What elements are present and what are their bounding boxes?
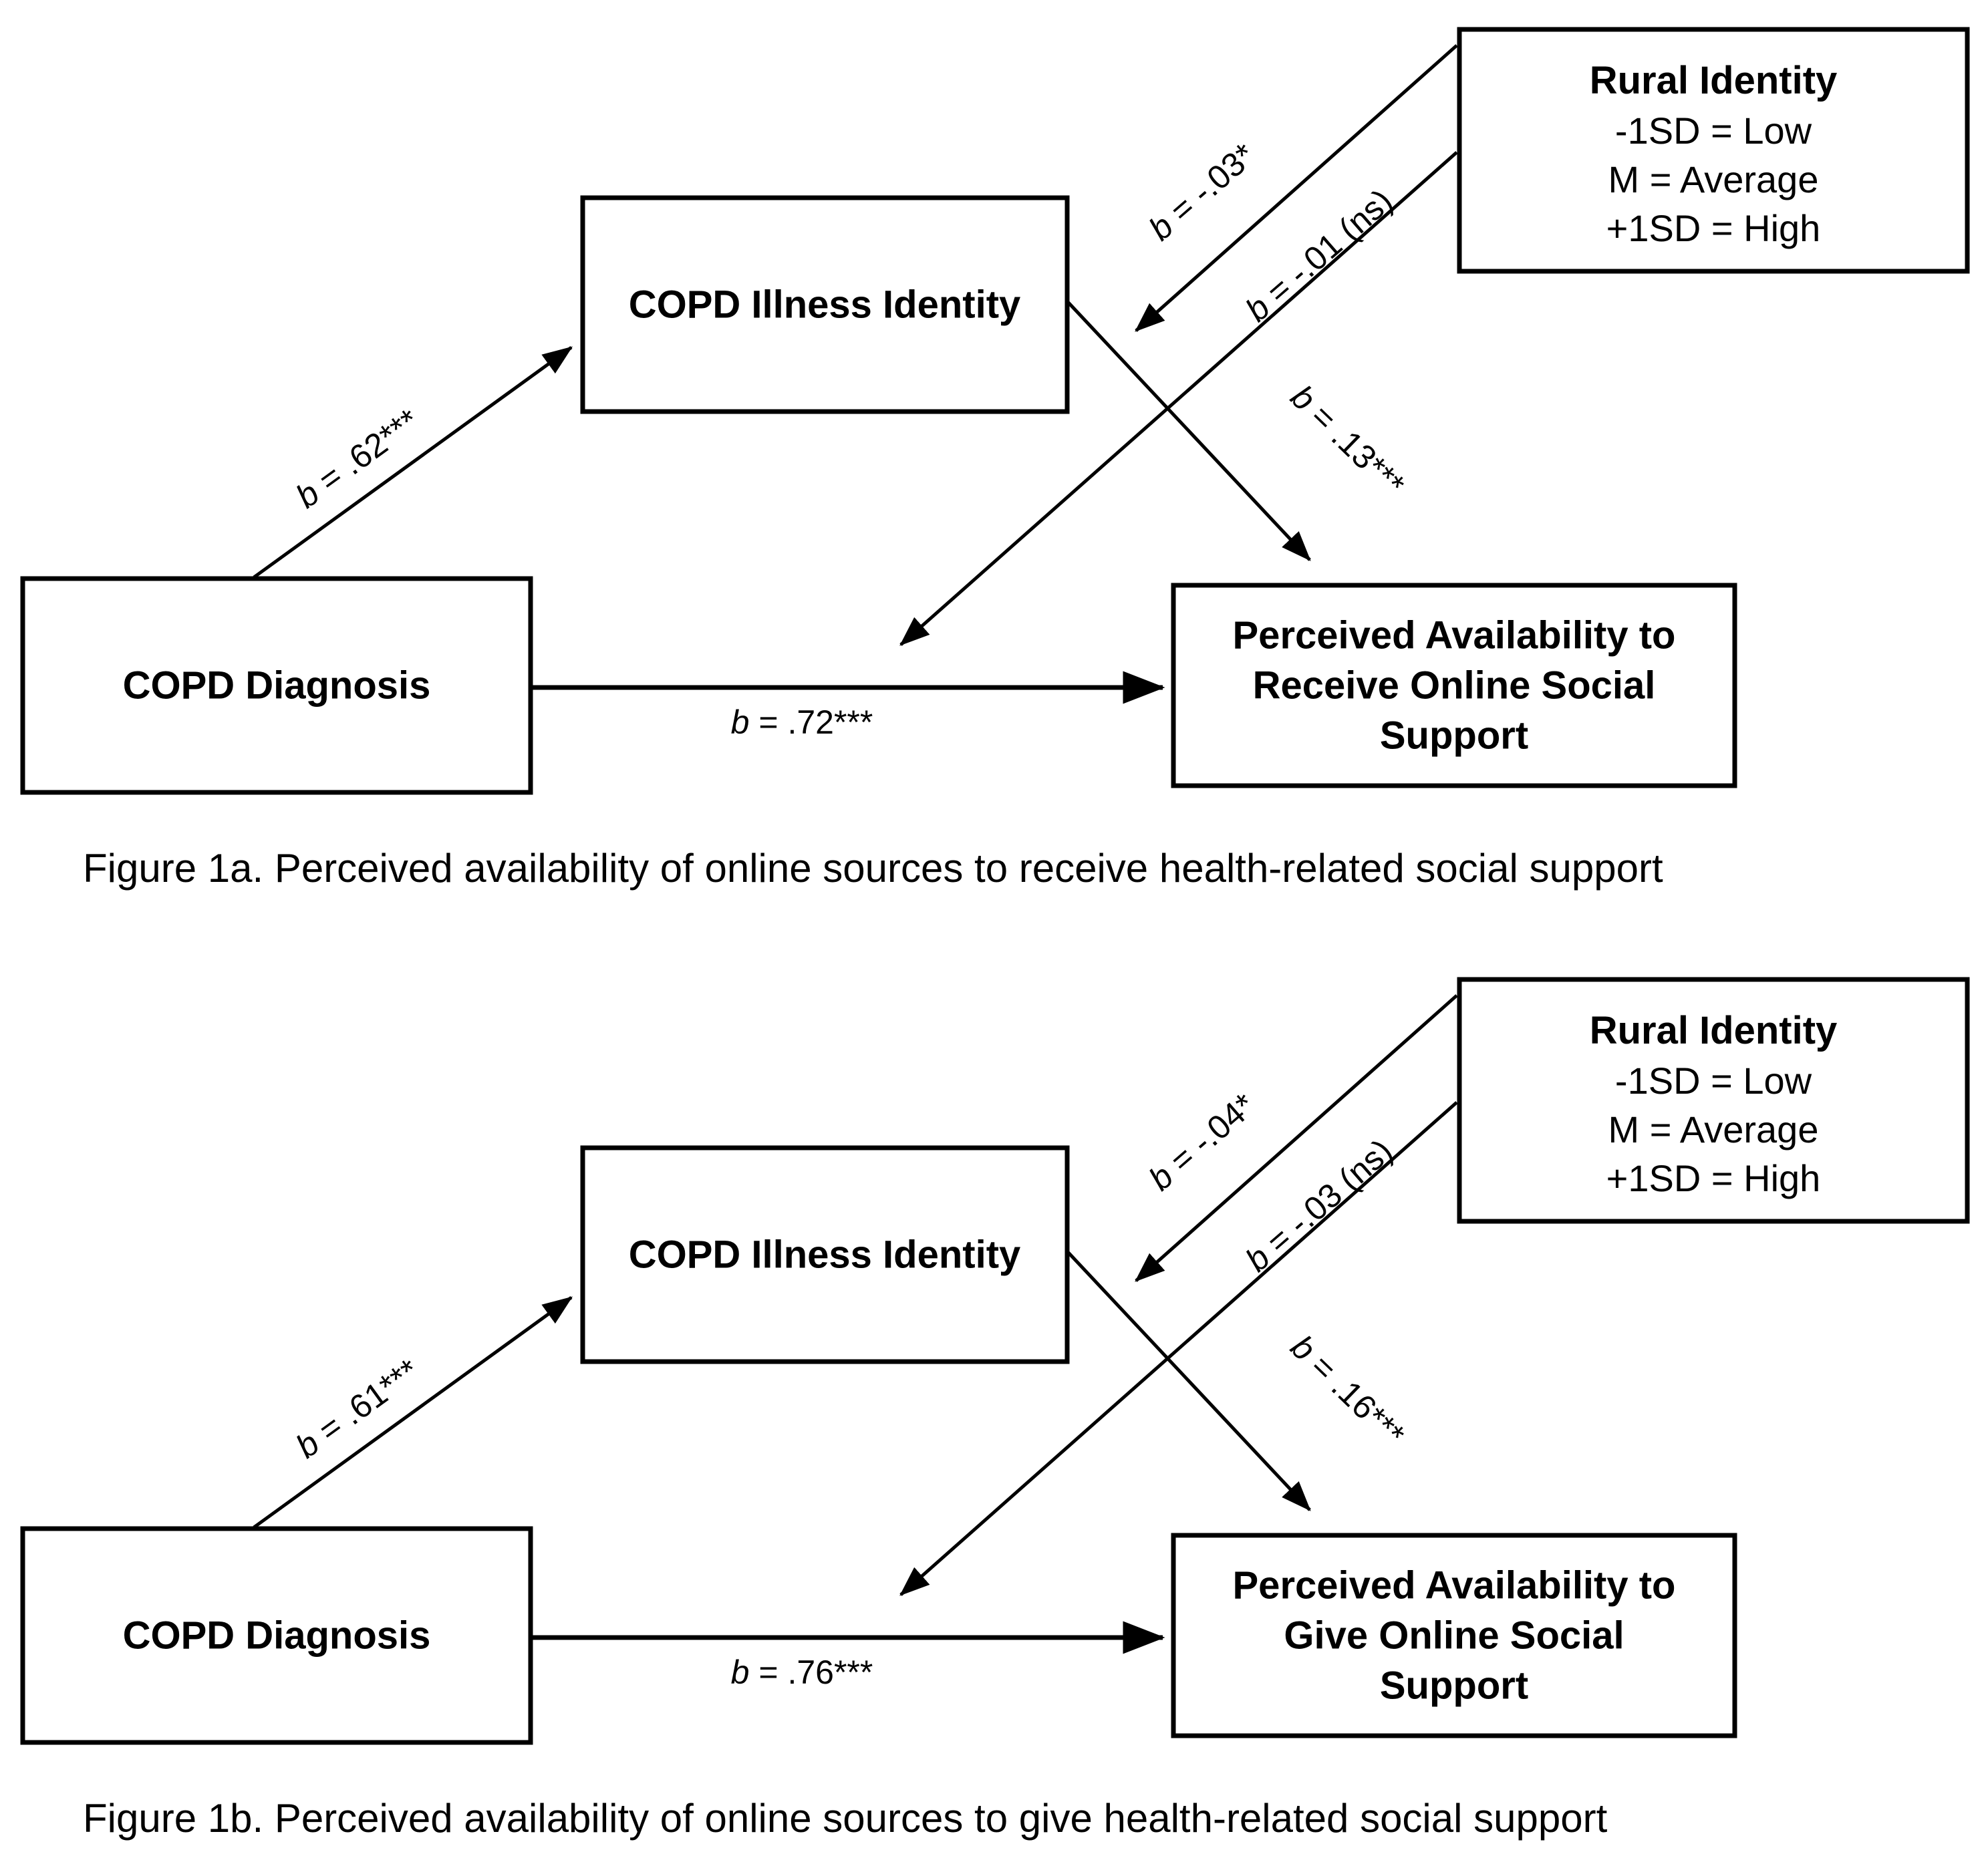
- coef-moderation-c-1b: b = -.03 (ns): [1238, 1132, 1399, 1279]
- coef-moderation-a-1b: b = -.04*: [1142, 1086, 1262, 1198]
- node-predictor-box-1b: [20, 1526, 533, 1745]
- coef-a-path-1a: b = .62***: [289, 402, 426, 515]
- arrow-a-path-1a: [253, 345, 573, 579]
- figure-1b-group: COPD Illness Identity COPD Diagnosis Per…: [20, 977, 1970, 1841]
- arrow-moderation-c-1b: [899, 1101, 1458, 1596]
- coef-moderation-c-1a: b = -.01 (ns): [1238, 182, 1399, 329]
- coef-c-path-1b: b = .76***: [731, 1654, 873, 1691]
- node-mediator-box-1b: [580, 1145, 1070, 1364]
- coef-b-path-1a: b = .13***: [1284, 378, 1412, 504]
- node-outcome-label-line1-1a: Perceived Availability to: [1233, 613, 1676, 657]
- node-predictor-label-1b: COPD Diagnosis: [123, 1613, 431, 1657]
- node-predictor-label-1a: COPD Diagnosis: [123, 663, 431, 707]
- caption-figure-1b: Figure 1b. Perceived availability of onl…: [83, 1796, 1608, 1841]
- arrow-a-path-1b: [253, 1295, 573, 1529]
- moderator-title-1a: Rural Identity: [1590, 59, 1838, 102]
- moderator-title-1b: Rural Identity: [1590, 1009, 1838, 1052]
- node-outcome-label-line3-1b: Support: [1380, 1664, 1528, 1707]
- moderator-low-1a: -1SD = Low: [1615, 110, 1812, 152]
- node-outcome-box-1b: [1171, 1533, 1737, 1738]
- caption-figure-1a: Figure 1a. Perceived availability of onl…: [83, 846, 1663, 891]
- node-mediator-box-1a: [580, 195, 1070, 414]
- arrow-moderation-a-1a: [1135, 44, 1458, 332]
- node-outcome-box-1a: [1171, 583, 1737, 788]
- moderator-low-1b: -1SD = Low: [1615, 1060, 1812, 1102]
- coef-c-path-1a: b = .72***: [731, 704, 873, 741]
- arrow-b-path-1b: [1067, 1251, 1311, 1511]
- node-outcome-label-line1-1b: Perceived Availability to: [1233, 1563, 1676, 1607]
- moderator-mid-1a: M = Average: [1608, 158, 1819, 200]
- figure-1a-group: COPD Illness Identity COPD Diagnosis Per…: [20, 27, 1970, 891]
- node-predictor-box-1a: [20, 576, 533, 795]
- coef-a-path-1b: b = .61***: [289, 1352, 426, 1465]
- moderator-mid-1b: M = Average: [1608, 1108, 1819, 1150]
- node-mediator-label-1b: COPD Illness Identity: [629, 1233, 1021, 1276]
- arrow-b-path-1a: [1067, 301, 1311, 561]
- node-mediator-label-1a: COPD Illness Identity: [629, 283, 1021, 326]
- arrow-moderation-c-1a: [899, 151, 1458, 646]
- node-outcome-label-line2-1b: Give Online Social: [1284, 1613, 1624, 1657]
- coef-b-path-1b: b = .16***: [1284, 1328, 1412, 1454]
- node-moderator-box-1a: [1457, 27, 1970, 274]
- arrow-moderation-a-1b: [1135, 994, 1458, 1282]
- coef-moderation-a-1a: b = -.03*: [1142, 136, 1262, 248]
- moderator-high-1b: +1SD = High: [1606, 1157, 1821, 1199]
- moderator-high-1a: +1SD = High: [1606, 207, 1821, 249]
- node-moderator-box-1b: [1457, 977, 1970, 1224]
- node-outcome-label-line2-1a: Receive Online Social: [1253, 663, 1656, 707]
- node-outcome-label-line3-1a: Support: [1380, 714, 1528, 757]
